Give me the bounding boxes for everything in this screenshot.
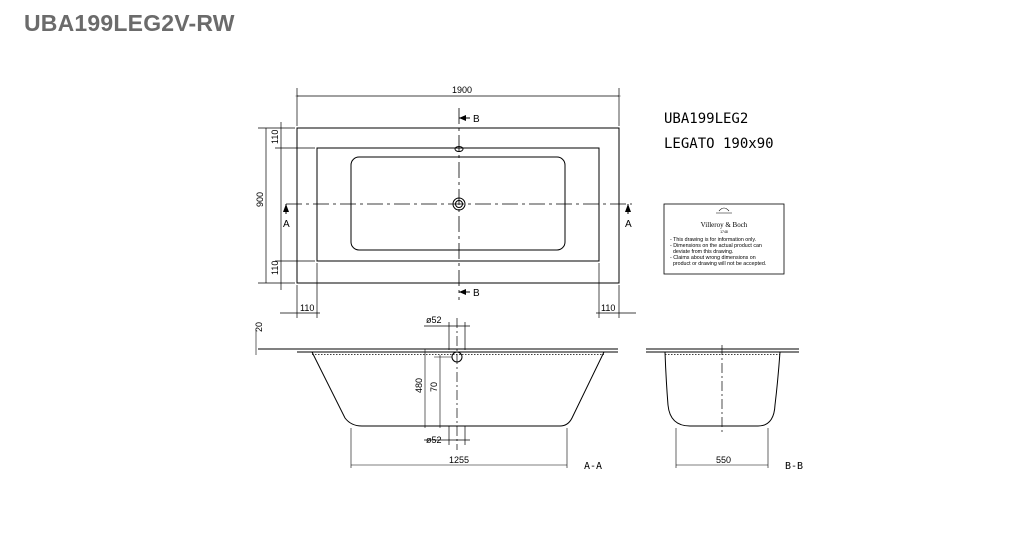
overflow-mark: [454, 146, 464, 152]
dim-length-label: 1900: [452, 85, 472, 95]
section-marker-b-bottom: B: [473, 288, 480, 299]
dim-width: [258, 122, 315, 290]
drain-outer: [452, 197, 466, 211]
model-code: UBA199LEG2: [664, 111, 748, 127]
section-aa: [255, 318, 618, 468]
dim-overflow-offset-label: 70: [429, 382, 439, 392]
dim-rim-left-label: 110: [300, 303, 314, 313]
dim-rim-right-label: 110: [601, 303, 615, 313]
drain-inner: [455, 200, 463, 208]
notice-line-3: deviate from this drawing.: [670, 249, 733, 255]
section-label-aa: A-A: [584, 461, 602, 472]
section-bb: [646, 345, 799, 468]
notice-line-2: - Dimensions on the actual product can: [670, 243, 762, 249]
dim-rim-top-label: 110: [270, 130, 280, 144]
plan-view: [286, 108, 632, 300]
dim-bottom-width-label: 550: [716, 455, 731, 465]
brand-crest-icon: [716, 207, 732, 214]
notice-line-4: - Claims about wrong dimensions on: [670, 255, 756, 261]
dim-overflow-dia-label: ø52: [426, 315, 442, 325]
dim-drain-dia-label: ø52: [426, 435, 442, 445]
dim-length: [295, 88, 621, 126]
notice-brand: Villeroy & Boch: [701, 221, 748, 229]
model-name: LEGATO 190x90: [664, 136, 774, 152]
section-marker-a-right: A: [625, 219, 632, 230]
section-markers: B B A A: [283, 114, 632, 299]
dim-rim-height-label: 20: [254, 322, 264, 332]
dim-rim-bottom-label: 110: [270, 261, 280, 275]
dim-bottom-length-label: 1255: [449, 455, 469, 465]
tub-basin: [350, 156, 566, 251]
notice-brand-sub: 1748: [720, 230, 728, 234]
tub-inner-rim: [316, 147, 600, 262]
dim-depth-label: 480: [414, 378, 424, 393]
page-title: UBA199LEG2V-RW: [24, 10, 235, 36]
notice-line-5: product or drawing will not be accepted.: [670, 261, 766, 267]
section-marker-b-top: B: [473, 114, 480, 125]
dim-rim-sides: [280, 263, 636, 318]
section-label-bb: B-B: [785, 461, 803, 472]
tub-outer-rim: [296, 127, 620, 284]
notice-box: Villeroy & Boch 1748 - This drawing is f…: [663, 203, 785, 275]
notice-line-1: - This drawing is for information only.: [670, 237, 756, 243]
dim-width-label: 900: [255, 192, 265, 207]
section-marker-a-left: A: [283, 219, 290, 230]
